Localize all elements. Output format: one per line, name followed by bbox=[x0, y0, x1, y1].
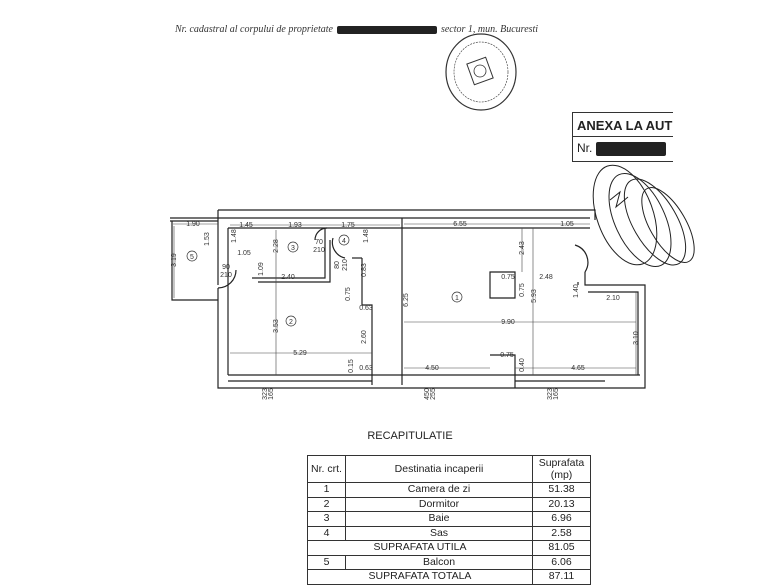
cadastral-label: Nr. cadastral al corpului de proprietate bbox=[175, 24, 333, 35]
row-nr: 4 bbox=[307, 525, 346, 541]
row-name: Camera de zi bbox=[345, 482, 533, 498]
dim: 1.48 bbox=[231, 229, 238, 243]
dim: 0.75 bbox=[501, 274, 515, 281]
row-nr: 5 bbox=[307, 554, 346, 570]
header-nr: Nr. crt. bbox=[307, 455, 346, 483]
dim: 2.10 bbox=[606, 295, 620, 302]
dim: 0.75 bbox=[519, 283, 526, 297]
dim: 1.93 bbox=[288, 222, 302, 229]
room-2-label: 2 bbox=[289, 319, 293, 326]
row-nr: 3 bbox=[307, 511, 346, 527]
dim: 0.63 bbox=[359, 365, 373, 372]
window-3-height: 165 bbox=[553, 388, 560, 400]
dim: 2.40 bbox=[281, 274, 295, 281]
location-text: sector 1, mun. Bucuresti bbox=[440, 24, 539, 35]
total-area: 87.11 bbox=[532, 569, 591, 585]
dim: 3.10 bbox=[633, 331, 640, 345]
dim: 4.65 bbox=[571, 365, 585, 372]
signature bbox=[592, 164, 695, 268]
annex-box: ANEXA LA AUT Nr. bbox=[572, 112, 673, 162]
util-area: 81.05 bbox=[532, 540, 591, 556]
header-area: Suprafata (mp) bbox=[532, 455, 591, 483]
util-label: SUPRAFATA UTILA bbox=[307, 540, 533, 556]
dim: 5.29 bbox=[293, 350, 307, 357]
room-5-label: 5 bbox=[190, 254, 194, 261]
dim: 2.48 bbox=[539, 274, 553, 281]
dim: 2.28 bbox=[273, 239, 280, 253]
dim: 3.53 bbox=[273, 319, 280, 333]
recap-table: Nr. crt. Destinatia incaperii Suprafata … bbox=[307, 455, 591, 585]
dim: 6.55 bbox=[453, 221, 467, 228]
door-3-width: 70 bbox=[315, 239, 323, 246]
room-4-label: 4 bbox=[342, 238, 346, 245]
dim: 0.40 bbox=[519, 358, 526, 372]
dimension-lines bbox=[173, 223, 637, 375]
dim: 0.75 bbox=[345, 287, 352, 301]
annex-title: ANEXA LA AUT bbox=[573, 113, 673, 137]
door-3-height: 210 bbox=[313, 247, 325, 254]
dim: 3.19 bbox=[171, 253, 178, 267]
row-name: Baie bbox=[345, 511, 533, 527]
dim: 1.09 bbox=[258, 262, 265, 276]
door-5-height: 210 bbox=[220, 272, 232, 279]
cadastral-header: Nr. cadastral al corpului de proprietate… bbox=[175, 24, 538, 35]
dim: 5.93 bbox=[531, 289, 538, 303]
dim: 0.83 bbox=[361, 263, 368, 277]
dim: 4.50 bbox=[425, 365, 439, 372]
room-markers bbox=[186, 234, 463, 327]
official-stamp bbox=[445, 33, 517, 111]
dim: 6.25 bbox=[403, 293, 410, 307]
row-name: Balcon bbox=[345, 554, 533, 570]
redacted-annex-number bbox=[596, 141, 667, 156]
dim: 1.05 bbox=[237, 250, 251, 257]
row-area: 6.06 bbox=[532, 554, 591, 570]
row-area: 20.13 bbox=[532, 496, 591, 512]
dim: 2.60 bbox=[361, 330, 368, 344]
dim: 1.75 bbox=[341, 222, 355, 229]
row-nr: 1 bbox=[307, 482, 346, 498]
door-5-width: 90 bbox=[222, 264, 230, 271]
dim: 9.90 bbox=[501, 319, 515, 326]
row-name: Sas bbox=[345, 525, 533, 541]
annex-nr-label: Nr. bbox=[577, 141, 593, 155]
row-area: 2.58 bbox=[532, 525, 591, 541]
window-1-height: 165 bbox=[268, 388, 275, 400]
dim: 0.15 bbox=[348, 359, 355, 373]
table-header: Nr. crt. Destinatia incaperii Suprafata … bbox=[307, 455, 591, 483]
row-nr: 2 bbox=[307, 496, 346, 512]
dim: 1.90 bbox=[186, 221, 200, 228]
walls bbox=[170, 209, 646, 389]
dim: 0.75 bbox=[500, 352, 514, 359]
door-4-width: 80 bbox=[334, 261, 341, 269]
row-area: 6.96 bbox=[532, 511, 591, 527]
room-1-label: 1 bbox=[455, 295, 459, 302]
window-2-height: 255 bbox=[430, 388, 437, 400]
dim: 1.45 bbox=[239, 222, 253, 229]
window-1-width: 323 bbox=[262, 388, 269, 400]
dim: 1.40 bbox=[573, 284, 580, 298]
window-3-width: 323 bbox=[547, 388, 554, 400]
dim: 1.05 bbox=[560, 221, 574, 228]
dim: 1.53 bbox=[204, 232, 211, 246]
total-label: SUPRAFATA TOTALA bbox=[307, 569, 533, 585]
row-area: 51.38 bbox=[532, 482, 591, 498]
door-4-height: 210 bbox=[342, 259, 349, 271]
dim: 2.43 bbox=[519, 241, 526, 255]
window-2-width: 450 bbox=[424, 388, 431, 400]
row-name: Dormitor bbox=[345, 496, 533, 512]
dim: 0.63 bbox=[359, 305, 373, 312]
room-3-label: 3 bbox=[291, 245, 295, 252]
redacted-number bbox=[336, 25, 437, 34]
header-destination: Destinatia incaperii bbox=[345, 455, 533, 483]
recap-title: RECAPITULATIE bbox=[367, 430, 453, 442]
dim: 1.48 bbox=[363, 229, 370, 243]
